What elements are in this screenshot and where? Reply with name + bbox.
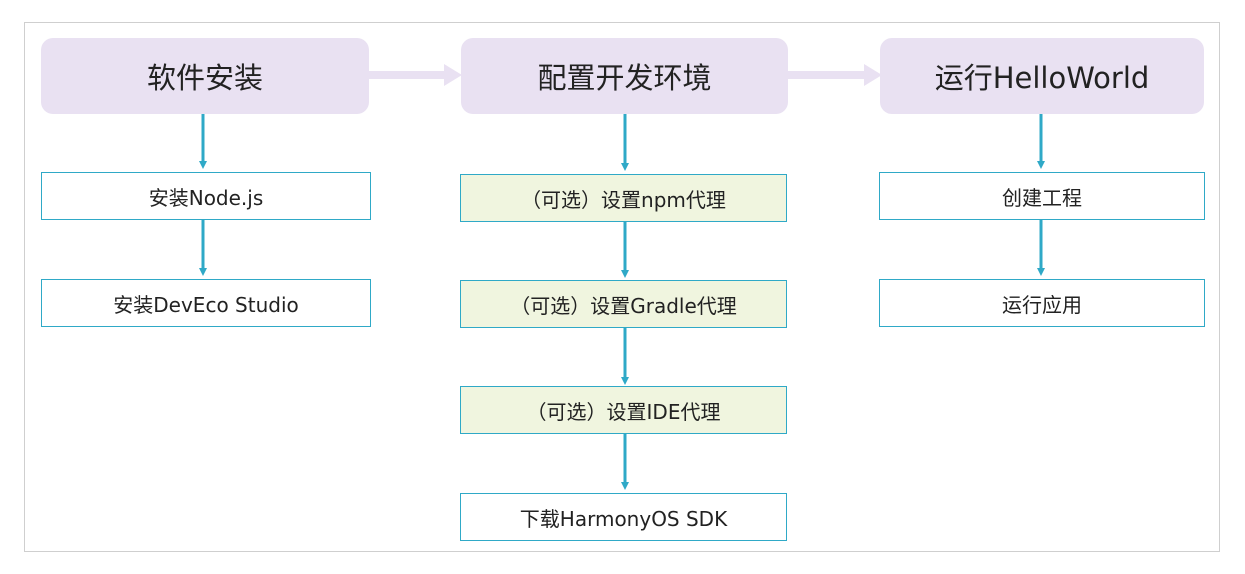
step-install-deveco-studio: 安装DevEco Studio bbox=[41, 279, 371, 327]
step-set-ide-proxy: （可选）设置IDE代理 bbox=[460, 386, 787, 434]
stage-connector-2 bbox=[787, 64, 882, 86]
step-download-harmonyos-sdk: 下载HarmonyOS SDK bbox=[460, 493, 787, 541]
step-set-gradle-proxy: （可选）设置Gradle代理 bbox=[460, 280, 787, 328]
stage-connector-1 bbox=[369, 64, 462, 86]
step-install-nodejs: 安装Node.js bbox=[41, 172, 371, 220]
step-set-npm-proxy: （可选）设置npm代理 bbox=[460, 174, 787, 222]
stage-run-helloworld: 运行HelloWorld bbox=[880, 38, 1204, 114]
stage-configure-env: 配置开发环境 bbox=[461, 38, 788, 114]
stage-software-install: 软件安装 bbox=[41, 38, 369, 114]
step-create-project: 创建工程 bbox=[879, 172, 1205, 220]
step-run-app: 运行应用 bbox=[879, 279, 1205, 327]
